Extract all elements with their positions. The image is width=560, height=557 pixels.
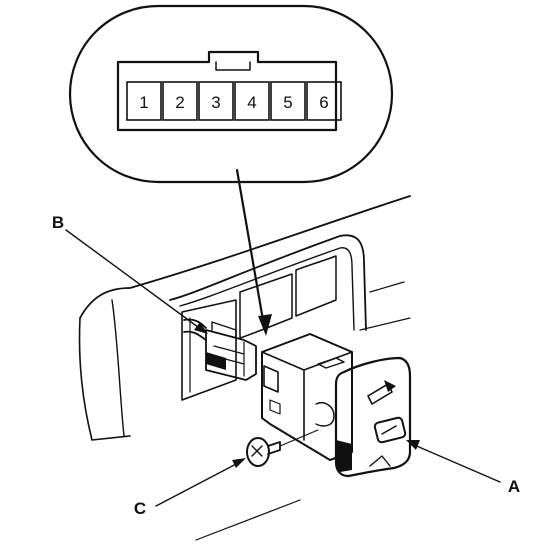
harness-connector xyxy=(183,318,257,381)
window-arrow-icon xyxy=(367,383,393,405)
leader-lines xyxy=(65,168,501,507)
screw-axis-line xyxy=(279,429,319,447)
trim-line-3 xyxy=(195,499,301,541)
dash-panel xyxy=(78,195,411,541)
dash-lower-edge xyxy=(78,317,131,441)
bezel-inner xyxy=(179,247,355,331)
top-clip xyxy=(317,357,345,369)
pin-number-1: 1 xyxy=(139,93,148,112)
connector-fill xyxy=(206,352,226,370)
callout-a: A xyxy=(508,477,520,496)
view-bubble xyxy=(68,4,394,184)
callout-b: B xyxy=(52,213,64,232)
window-arrow-head xyxy=(384,380,396,392)
pin-cell-2 xyxy=(162,81,198,121)
switch-opening xyxy=(181,299,237,401)
view-leader-arrowhead xyxy=(258,314,272,336)
switch-top-face xyxy=(261,351,353,371)
leader-a xyxy=(411,443,501,483)
mounting-lug xyxy=(315,402,335,427)
connector-body xyxy=(205,329,257,381)
slot-blank-2 xyxy=(295,255,337,317)
dash-outer-surface xyxy=(79,195,411,319)
lock-triangle-icon xyxy=(369,455,391,467)
pin-cell-1 xyxy=(126,81,162,121)
wire-bundle xyxy=(183,318,207,341)
leader-b-arrowhead xyxy=(194,322,208,334)
pin-number-6: 6 xyxy=(319,93,328,112)
switch-socket xyxy=(263,365,279,393)
view-leader-line xyxy=(235,168,266,328)
trim-line-2 xyxy=(369,281,405,293)
pin-cell-6 xyxy=(306,81,342,121)
pin-cell-3 xyxy=(198,81,234,121)
button-icon xyxy=(381,425,397,435)
switch-face-shade xyxy=(336,440,352,472)
switch-bezel xyxy=(169,234,367,331)
pin-cell-5 xyxy=(270,81,306,121)
connector-terminal-view: 1 2 3 4 5 6 xyxy=(68,4,394,184)
socket-latch xyxy=(269,399,281,415)
pin-number-3: 3 xyxy=(211,93,220,112)
pin-number-5: 5 xyxy=(283,93,292,112)
connector-housing xyxy=(116,50,338,132)
pin-number-4: 4 xyxy=(247,93,256,112)
pin-cells: 1 2 3 4 5 6 xyxy=(126,81,342,121)
leader-a-arrowhead xyxy=(406,440,420,450)
connector-key xyxy=(215,61,251,71)
leader-c-arrowhead xyxy=(232,458,246,468)
switch-assembly xyxy=(261,333,412,478)
switch-face xyxy=(334,356,412,478)
switch-button xyxy=(373,416,407,444)
leader-b xyxy=(65,229,203,331)
screw-head-detail xyxy=(251,445,263,457)
pin-cell-4 xyxy=(234,81,270,121)
callout-c: C xyxy=(134,499,146,518)
trim-line-1 xyxy=(359,317,411,331)
connector-lock-tab xyxy=(211,321,237,339)
pin-number-2: 2 xyxy=(175,93,184,112)
dash-inner-line xyxy=(111,299,125,437)
leader-c xyxy=(155,461,241,507)
mounting-screw xyxy=(246,437,281,467)
